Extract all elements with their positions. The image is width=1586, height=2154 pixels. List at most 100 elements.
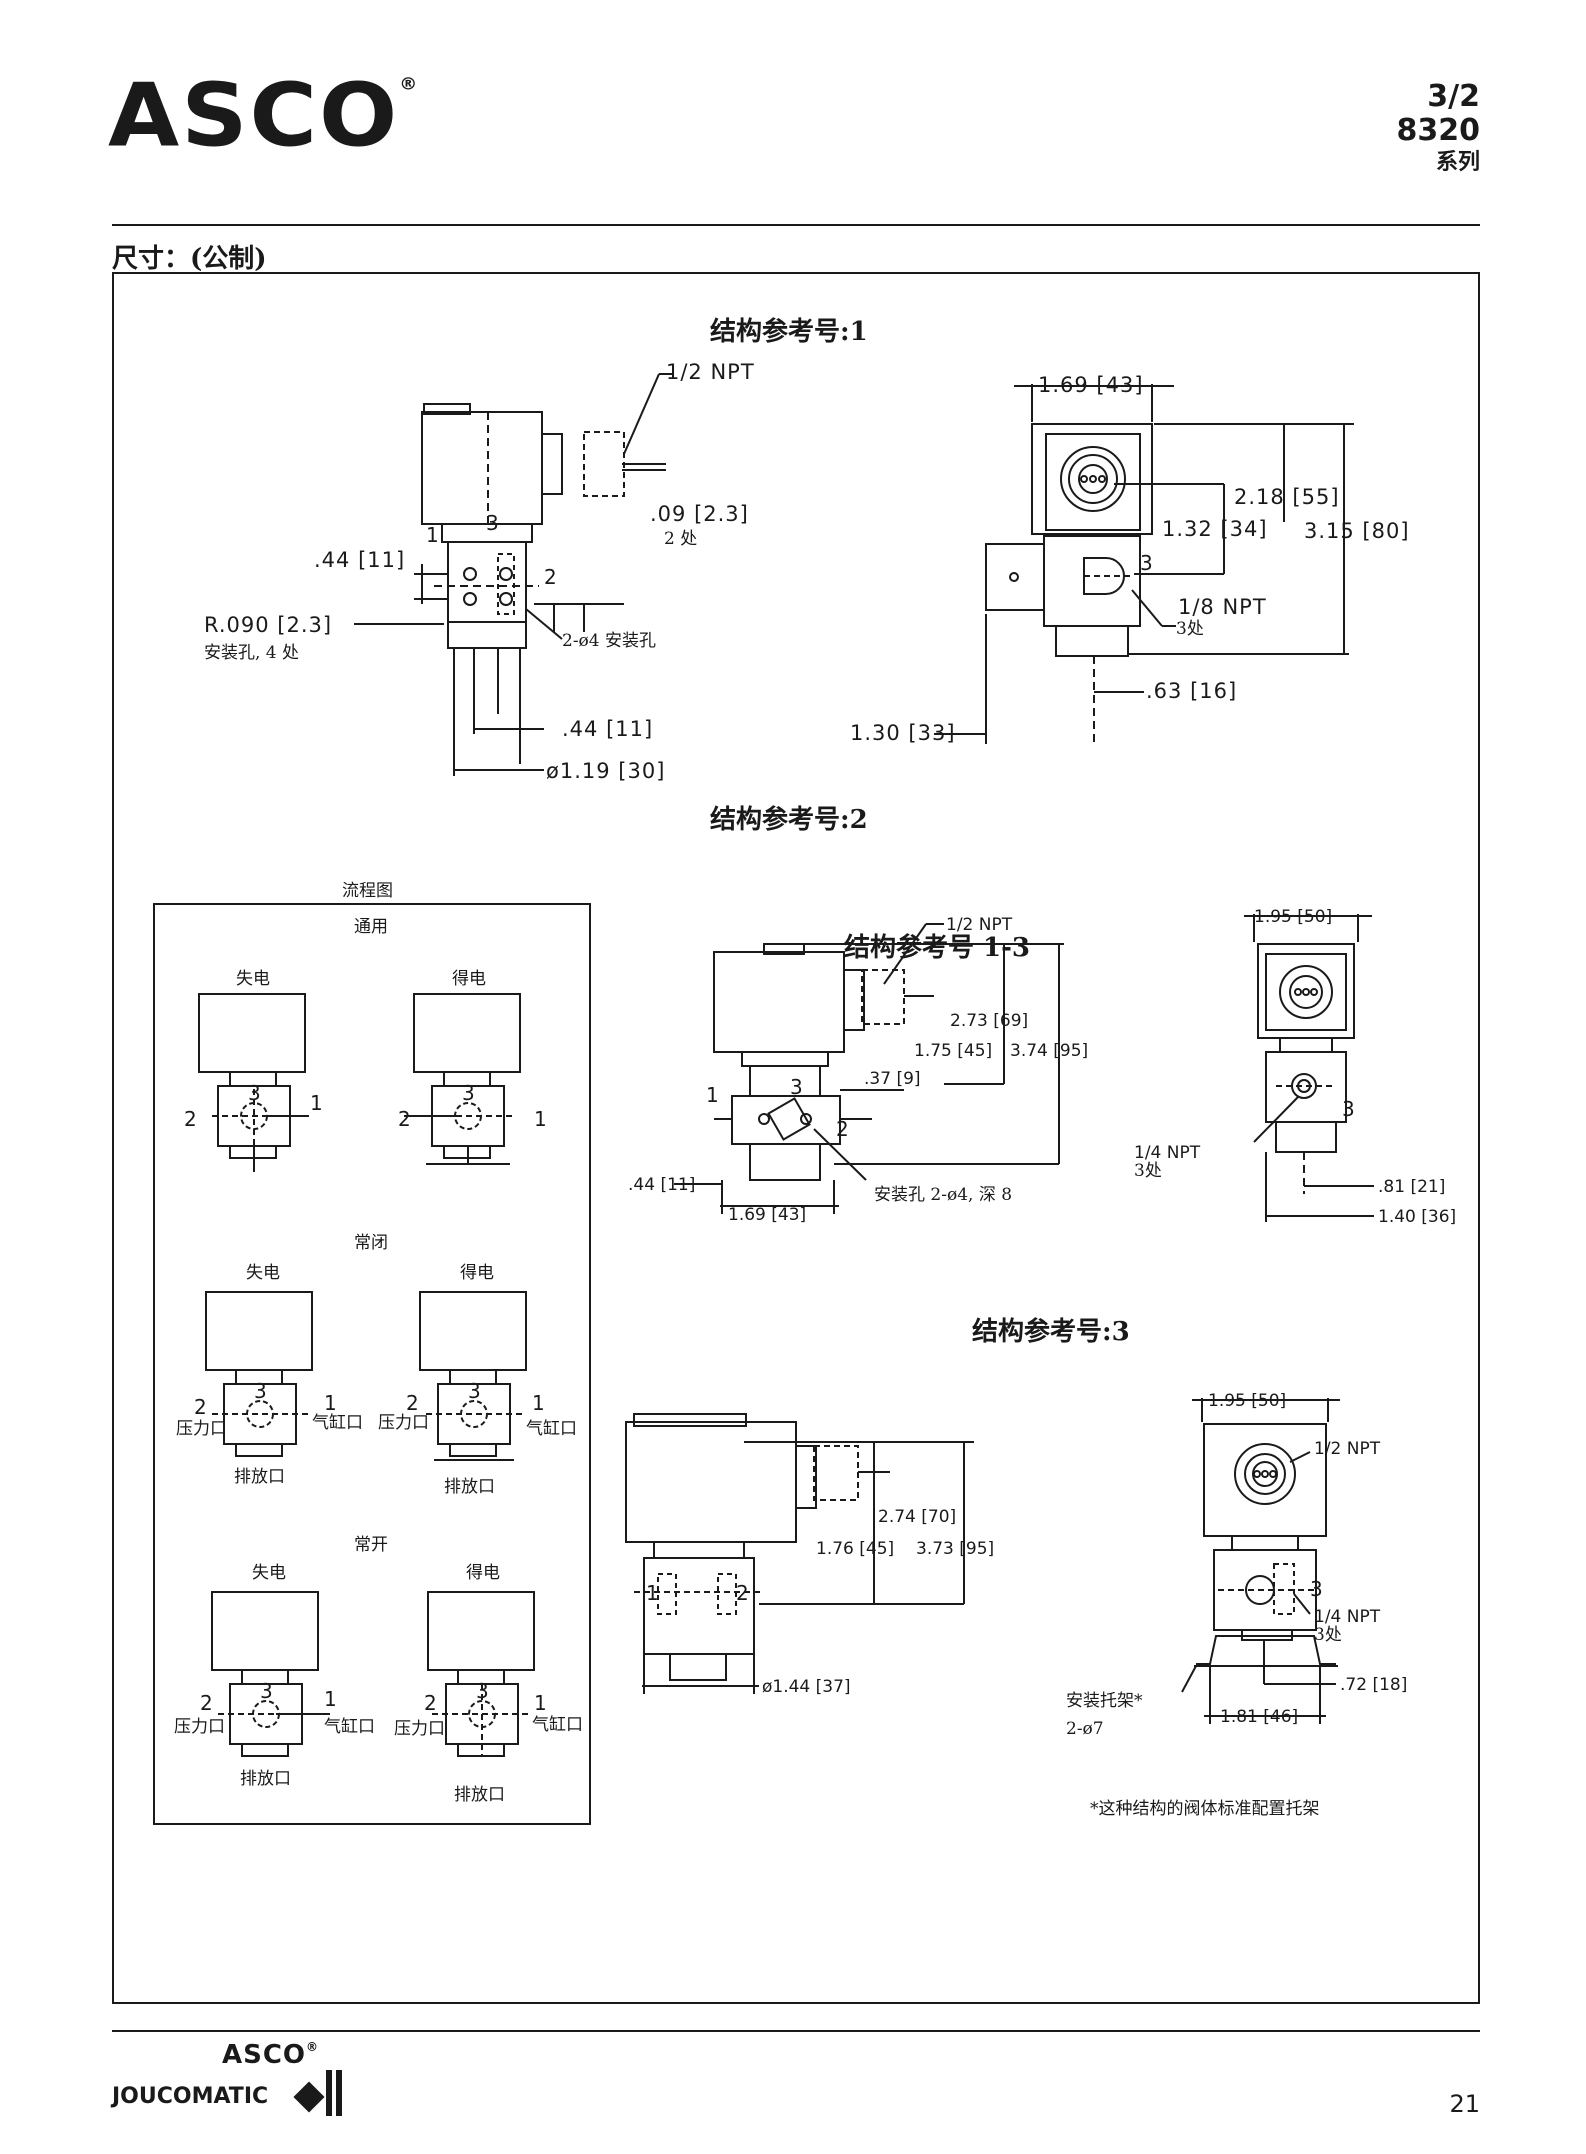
c1-d09-note: 2 处 <box>664 529 697 549</box>
c3-d373: 3.73 [95] <box>916 1539 994 1559</box>
flow-universal: 通用 <box>354 917 388 937</box>
c3-npt-port: 1/4 NPT <box>1314 1607 1381 1627</box>
flow-u1-p3: 3 <box>248 1081 261 1105</box>
series-line1: 3/2 <box>1427 79 1480 114</box>
flow-u-de: 失电 <box>236 969 270 989</box>
c2-port3: 3 <box>790 1075 803 1099</box>
page-heading: 尺寸：(公制) <box>112 244 267 274</box>
series-label: 3/2 8320 系列 <box>1397 80 1481 178</box>
c3-footnote: *这种结构的阀体标准配置托架 <box>1090 1799 1320 1819</box>
c3-d274: 2.74 [70] <box>878 1507 956 1527</box>
flow-u2-p1: 1 <box>534 1107 547 1131</box>
flow-no-en: 得电 <box>466 1563 500 1583</box>
config2-front-view <box>674 923 1064 1214</box>
c3-d181: 1.81 [46] <box>1220 1707 1298 1727</box>
drawing-frame: 结构参考号:1 结构参考号:2 结构参考号 1-3 结构参考号:3 1/2 NP… <box>112 272 1480 2004</box>
c1-d169: 1.69 [43] <box>1038 373 1144 397</box>
footer-reg-mark: ® <box>306 2040 320 2054</box>
flow-nc2-cylinder: 气缸口 <box>526 1418 577 1439</box>
brand-text: ASCO <box>108 64 400 167</box>
c2-d37: .37 [9] <box>864 1069 921 1089</box>
c2-d44: .44 [11] <box>628 1175 695 1195</box>
page-number: 21 <box>1449 2090 1480 2118</box>
c1-d44b: .44 [11] <box>562 717 653 741</box>
flow-no1-p2: 2 <box>200 1691 213 1715</box>
c3-port1: 1 <box>646 1581 659 1605</box>
config2-title: 结构参考号:2 <box>710 804 868 835</box>
flow-no2-p1: 1 <box>534 1691 547 1715</box>
flow-nc: 常闭 <box>354 1233 388 1253</box>
flow-nc1-p3: 3 <box>254 1379 267 1403</box>
c2-d374: 3.74 [95] <box>1010 1041 1088 1061</box>
flow-title: 流程图 <box>342 881 393 901</box>
c2-holes: 安装孔 2-ø4, 深 8 <box>874 1185 1012 1205</box>
flow-u1-p1: 1 <box>310 1091 323 1115</box>
flow-no-deenergized <box>211 1591 330 1757</box>
c3-bracket-holes: 2-ø7 <box>1066 1719 1104 1739</box>
flow-no2-cylinder: 气缸口 <box>532 1714 583 1735</box>
c1-d130: 1.30 [33] <box>850 721 956 745</box>
flow-no2-pressure: 压力口 <box>394 1719 445 1739</box>
c2-d169: 1.69 [43] <box>728 1205 806 1225</box>
c3-d195: 1.95 [50] <box>1208 1391 1286 1411</box>
c3-npt-coil: 1/2 NPT <box>1314 1439 1381 1459</box>
c2-side-port3: 3 <box>1342 1097 1355 1121</box>
c3-d72: .72 [18] <box>1340 1675 1407 1695</box>
config3-side-view <box>1181 1398 1340 1724</box>
flow-u2-p2: 2 <box>398 1107 411 1131</box>
footer-asco: ASCO <box>222 2040 307 2070</box>
c1-d063: .63 [16] <box>1146 679 1237 703</box>
flow-no-energized <box>427 1591 535 1757</box>
c1-r090: R.090 [2.3] <box>204 613 332 637</box>
flow-nc-en: 得电 <box>460 1263 494 1283</box>
c1-d218: 2.18 [55] <box>1234 485 1340 509</box>
config2-side-view <box>1244 914 1374 1222</box>
flow-nc1-exhaust: 排放口 <box>234 1467 285 1487</box>
c3-side-port3: 3 <box>1310 1577 1323 1601</box>
c3-d176: 1.76 [45] <box>816 1539 894 1559</box>
c1-d119: ø1.19 [30] <box>546 759 665 783</box>
flow-universal-energized <box>404 993 521 1165</box>
flow-no-de: 失电 <box>252 1563 286 1583</box>
flow-nc-deenergized <box>205 1291 313 1457</box>
reg-mark: ® <box>399 74 420 95</box>
config1-front-view <box>354 373 674 776</box>
flow-no2-p2: 2 <box>424 1691 437 1715</box>
flow-nc1-cylinder: 气缸口 <box>312 1412 363 1433</box>
joucomatic-emblem-icon <box>293 2070 342 2116</box>
flow-no1-exhaust: 排放口 <box>240 1769 291 1789</box>
c2-port2: 2 <box>836 1117 849 1141</box>
c1-port1: 1 <box>426 523 439 547</box>
flow-nc2-p3: 3 <box>468 1379 481 1403</box>
config2-overlay-title: 结构参考号 1-3 <box>844 932 1030 963</box>
c2-d273: 2.73 [69] <box>950 1011 1028 1031</box>
flow-nc2-p2: 2 <box>406 1391 419 1415</box>
c1-d09: .09 [2.3] <box>650 502 749 526</box>
flow-nc1-pressure: 压力口 <box>176 1419 227 1439</box>
footer-rule <box>112 2030 1480 2032</box>
c1-npt-coil: 1/2 NPT <box>666 360 755 384</box>
c2-npt-port-note: 3处 <box>1134 1161 1162 1181</box>
flow-u-en: 得电 <box>452 969 486 989</box>
c2-d195: 1.95 [50] <box>1254 907 1332 927</box>
series-line3: 系列 <box>1435 150 1480 175</box>
c2-port1: 1 <box>706 1083 719 1107</box>
c1-holes: 2-ø4 安装孔 <box>562 631 656 651</box>
flow-nc2-p1: 1 <box>532 1391 545 1415</box>
flow-no1-pressure: 压力口 <box>174 1717 225 1737</box>
flow-no1-p1: 1 <box>324 1687 337 1711</box>
c2-npt-coil: 1/2 NPT <box>946 915 1013 935</box>
c1-npt-port: 1/8 NPT <box>1178 595 1267 619</box>
flow-chart-box <box>153 903 591 1825</box>
flow-no1-cylinder: 气缸口 <box>324 1716 375 1737</box>
c2-d81: .81 [21] <box>1378 1177 1445 1197</box>
c3-port2: 2 <box>736 1581 749 1605</box>
c1-npt-port-note: 3处 <box>1176 619 1204 639</box>
c1-d315: 3.15 [80] <box>1304 519 1410 543</box>
config1-side-view <box>934 384 1354 744</box>
series-line2: 8320 <box>1396 113 1481 148</box>
c1-port2: 2 <box>544 565 557 589</box>
flow-no1-p3: 3 <box>260 1679 273 1703</box>
flow-no2-p3: 3 <box>476 1679 489 1703</box>
flow-u1-p2: 2 <box>184 1107 197 1131</box>
